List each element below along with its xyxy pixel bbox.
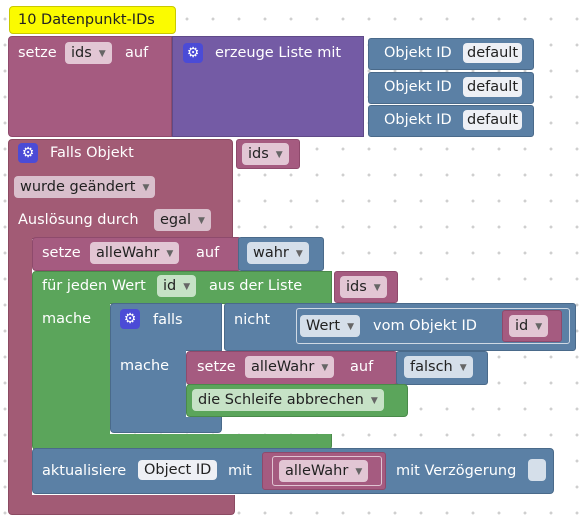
set-false-auf: auf	[350, 359, 374, 375]
if-falls: falls	[153, 312, 183, 328]
trigger-block-footer	[8, 495, 235, 515]
gear-icon[interactable]: ⚙	[18, 143, 38, 163]
create-list-label: erzeuge Liste mit	[215, 45, 342, 61]
update-var-dropdown[interactable]: alleWahr ▼	[279, 460, 369, 482]
chevron-down-icon: ▼	[373, 283, 381, 293]
if-mache: mache	[120, 358, 170, 374]
trigger-title: Falls Objekt	[50, 145, 134, 161]
chevron-down-icon: ▼	[347, 322, 354, 332]
chevron-down-icon: ▼	[183, 282, 191, 292]
trigger-changed: wurde geändert	[20, 179, 136, 195]
for-each-var-dropdown[interactable]: id ▼	[157, 275, 197, 297]
list-var: ids	[346, 279, 367, 295]
bool-true-value: wahr	[253, 245, 289, 261]
get-value-prop: Wert	[306, 318, 341, 334]
for-each-prefix: für jeden Wert	[42, 278, 146, 294]
for-each-var: id	[163, 278, 177, 294]
object-id-label: Objekt ID	[384, 112, 452, 128]
object-id-value[interactable]: default	[463, 77, 523, 97]
object-id-value[interactable]: default	[463, 110, 523, 130]
set-ids-auf: auf	[125, 45, 149, 61]
set-false-var-dropdown[interactable]: alleWahr ▼	[245, 356, 335, 378]
object-id-label: Objekt ID	[384, 79, 452, 95]
object-id-label: Objekt ID	[384, 45, 452, 61]
set-ids-var-dropdown[interactable]: ids ▼	[65, 42, 112, 64]
comment-bubble[interactable]: 10 Datenpunkt-IDs	[9, 6, 176, 34]
bool-false-dropdown[interactable]: falsch ▼	[404, 356, 473, 378]
chevron-down-icon: ▼	[295, 249, 303, 259]
create-list-block[interactable]	[172, 36, 364, 137]
chevron-down-icon: ▼	[459, 363, 467, 373]
for-each-spine	[32, 303, 110, 435]
id-var-dropdown[interactable]: id ▼	[509, 315, 549, 337]
chevron-down-icon: ▼	[535, 322, 543, 332]
update-delay-label: mit Verzögerung	[396, 463, 517, 479]
set-allwahr-var-dropdown[interactable]: alleWahr ▼	[90, 242, 180, 264]
chevron-down-icon: ▼	[198, 216, 205, 226]
chevron-down-icon: ▼	[142, 183, 150, 193]
chevron-down-icon: ▼	[275, 150, 283, 160]
update-label: aktualisiere	[42, 463, 127, 479]
get-value-of-obj: vom Objekt ID	[373, 318, 477, 334]
set-false-setze: setze	[197, 359, 236, 375]
break-loop-dropdown[interactable]: die Schleife abbrechen ▼	[192, 389, 384, 411]
break-loop-label: die Schleife abbrechen	[198, 392, 364, 408]
update-var: alleWahr	[285, 463, 349, 479]
bool-false-value: falsch	[410, 359, 453, 375]
update-obj-field[interactable]: Object ID	[138, 460, 218, 480]
list-var-dropdown[interactable]: ids ▼	[340, 276, 387, 298]
gear-icon[interactable]: ⚙	[183, 43, 203, 63]
get-value-prop-dropdown[interactable]: Wert ▼	[300, 315, 360, 337]
not-label: nicht	[234, 312, 271, 328]
for-each-mache: mache	[42, 311, 92, 327]
comment-text: 10 Datenpunkt-IDs	[18, 12, 155, 28]
set-allwahr-auf: auf	[196, 245, 220, 261]
object-id-value[interactable]: default	[463, 43, 523, 63]
set-ids-var: ids	[71, 45, 92, 61]
chevron-down-icon: ▼	[166, 249, 174, 259]
set-allwahr-var: alleWahr	[96, 245, 160, 261]
trigger-var: ids	[248, 146, 269, 162]
delay-checkbox[interactable]	[528, 459, 546, 481]
chevron-down-icon: ▼	[98, 49, 106, 59]
trigger-by-value: egal	[160, 212, 192, 228]
trigger-block-spine	[8, 237, 32, 497]
gear-icon[interactable]: ⚙	[120, 309, 140, 329]
chevron-down-icon: ▼	[370, 396, 378, 406]
for-each-mid: aus der Liste	[209, 278, 303, 294]
set-ids-setze: setze	[18, 45, 57, 61]
if-block-spine	[110, 349, 186, 419]
id-var: id	[515, 318, 529, 334]
bool-true-dropdown[interactable]: wahr ▼	[247, 242, 309, 264]
trigger-by-label: Auslösung durch	[18, 212, 139, 228]
trigger-by-dropdown[interactable]: egal ▼	[154, 209, 211, 231]
chevron-down-icon: ▼	[321, 363, 329, 373]
if-block-footer	[110, 417, 222, 433]
set-false-var: alleWahr	[251, 359, 315, 375]
trigger-changed-dropdown[interactable]: wurde geändert ▼	[14, 176, 156, 198]
trigger-var-dropdown[interactable]: ids ▼	[242, 143, 289, 165]
chevron-down-icon: ▼	[355, 467, 363, 477]
update-mit: mit	[228, 463, 252, 479]
set-allwahr-setze: setze	[42, 245, 81, 261]
